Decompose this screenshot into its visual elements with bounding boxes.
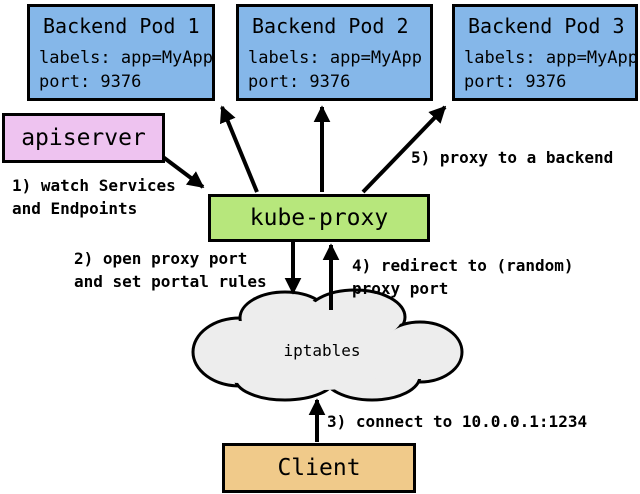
backend-pod-2-port: port: 9376: [248, 72, 351, 92]
backend-pod-1-title: Backend Pod 1: [43, 14, 200, 38]
backend-pod-2-node: Backend Pod 2 labels: app=MyApp port: 93…: [236, 4, 433, 101]
backend-pod-1-labels: labels: app=MyApp: [39, 48, 213, 68]
backend-pod-3-node: Backend Pod 3 labels: app=MyApp port: 93…: [452, 4, 638, 101]
backend-pod-2-labels: labels: app=MyApp: [248, 48, 422, 68]
iptables-label: iptables: [283, 341, 361, 360]
backend-pod-1-node: Backend Pod 1 labels: app=MyApp port: 93…: [27, 4, 215, 101]
annotation-step4: 4) redirect to (random) proxy port: [352, 256, 574, 298]
apiserver-node: apiserver: [2, 113, 165, 163]
annotation-step5: 5) proxy to a backend: [411, 148, 614, 167]
annotation-step2: 2) open proxy port and set portal rules: [74, 249, 267, 291]
arrow-kubeproxy-to-pod1: [219, 105, 259, 193]
backend-pod-3-title: Backend Pod 3: [468, 14, 625, 38]
annotation-step3: 3) connect to 10.0.0.1:1234: [327, 412, 588, 431]
client-label: Client: [277, 455, 361, 481]
kube-proxy-node: kube-proxy: [208, 194, 430, 242]
apiserver-label: apiserver: [21, 125, 146, 151]
kube-proxy-label: kube-proxy: [249, 205, 389, 231]
backend-pod-2-title: Backend Pod 2: [252, 14, 409, 38]
backend-pod-3-port: port: 9376: [464, 72, 567, 92]
annotation-step1: 1) watch Services and Endpoints: [12, 176, 176, 218]
arrow-kubeproxy-to-pod3: [361, 105, 447, 194]
backend-pod-3-labels: labels: app=MyApp: [464, 48, 638, 68]
client-node: Client: [222, 443, 416, 493]
arrow-watch-apiserver-to-kubeproxy: [161, 155, 205, 189]
backend-pod-1-port: port: 9376: [39, 72, 142, 92]
